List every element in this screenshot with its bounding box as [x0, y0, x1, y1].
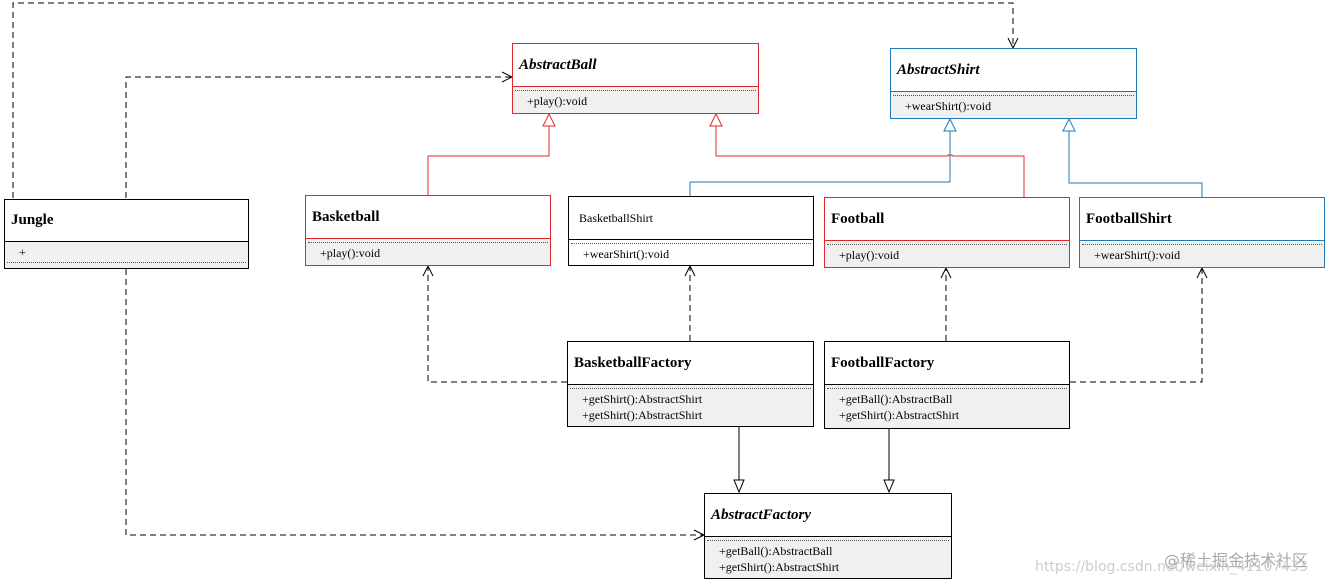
- class-abstract-factory[interactable]: AbstractFactory +getBall():AbstractBall …: [704, 493, 952, 579]
- operation: +getShirt():AbstractShirt: [839, 408, 960, 422]
- arrowhead-basketball: [422, 264, 434, 277]
- class-basketball-factory[interactable]: BasketballFactory +getShirt():AbstractSh…: [567, 341, 814, 427]
- class-football[interactable]: Football +play():void: [824, 197, 1070, 268]
- edge-jungle-to-abstractball: [125, 76, 512, 198]
- arrowhead-footballshirt: [1196, 266, 1208, 279]
- operation: +getShirt():AbstractShirt: [582, 408, 703, 422]
- edge-basketballshirt-to-abstractshirt: [689, 117, 957, 196]
- class-abstract-shirt-operations: +wearShirt():void: [891, 91, 1136, 118]
- arrowhead-basketballshirt: [684, 264, 696, 277]
- operation: +wearShirt():void: [1094, 248, 1181, 262]
- operation: +wearShirt():void: [583, 247, 670, 261]
- class-football-operations: +play():void: [825, 240, 1069, 267]
- operation: +getBall():AbstractBall: [719, 544, 833, 558]
- separator: [707, 540, 949, 541]
- class-basketball-shirt[interactable]: BasketballShirt +wearShirt():void: [568, 196, 814, 266]
- class-abstract-factory-operations: +getBall():AbstractBall +getShirt():Abst…: [705, 536, 951, 578]
- edge-footballfactory-to-footballshirt: [1070, 268, 1203, 383]
- operation: +: [19, 245, 26, 259]
- class-football-factory-operations: +getBall():AbstractBall +getShirt():Abst…: [825, 384, 1069, 428]
- operation: +play():void: [320, 246, 381, 260]
- class-football-shirt[interactable]: FootballShirt +wearShirt():void: [1079, 197, 1325, 268]
- separator: [827, 244, 1067, 245]
- class-jungle-operations: +: [5, 241, 248, 268]
- separator: [515, 90, 756, 91]
- class-jungle[interactable]: Jungle +: [4, 199, 249, 269]
- separator: [827, 388, 1067, 389]
- separator: [893, 95, 1134, 96]
- class-abstract-ball-operations: +play():void: [513, 86, 758, 113]
- class-basketball-operations: +play():void: [306, 238, 550, 265]
- class-abstract-ball[interactable]: AbstractBall +play():void: [512, 43, 759, 114]
- class-basketball-factory-operations: +getShirt():AbstractShirt +getShirt():Ab…: [568, 384, 813, 426]
- class-basketball-shirt-operations: +wearShirt():void: [569, 239, 813, 265]
- operation: +getShirt():AbstractShirt: [719, 560, 840, 574]
- edge-footballshirt-to-abstractshirt: [1062, 117, 1203, 197]
- class-abstract-ball-name: AbstractBall: [519, 56, 597, 73]
- operation: +getShirt():AbstractShirt: [582, 392, 703, 406]
- separator: [7, 262, 246, 263]
- edge-footballfactory-to-abstractfactory: [883, 429, 895, 494]
- class-abstract-shirt-name: AbstractShirt: [897, 61, 980, 78]
- watermark-url: https://blog.csdn.net/weixin_41107433: [1034, 559, 1308, 575]
- edge-jungle-to-abstractfactory: [125, 269, 704, 536]
- arrowhead-football: [940, 266, 952, 279]
- operation: +play():void: [839, 248, 900, 262]
- class-abstract-shirt[interactable]: AbstractShirt +wearShirt():void: [890, 48, 1137, 119]
- separator: [308, 242, 548, 243]
- watermark: @稀土掘金技术社区 https://blog.csdn.net/weixin_4…: [1035, 547, 1308, 575]
- operation: +play():void: [527, 94, 588, 108]
- class-basketball-name: Basketball: [312, 208, 380, 225]
- class-football-shirt-name: FootballShirt: [1086, 210, 1172, 227]
- class-football-factory-name: FootballFactory: [831, 354, 935, 371]
- separator: [571, 243, 811, 244]
- class-basketball-factory-name: BasketballFactory: [574, 354, 692, 371]
- class-basketball[interactable]: Basketball +play():void: [305, 195, 551, 266]
- edge-basketballfactory-to-abstractfactory: [733, 427, 745, 494]
- edge-football-to-abstractball: [709, 112, 1025, 197]
- watermark-brand: @稀土掘金技术社区: [1163, 551, 1308, 570]
- edge-basketballfactory-to-basketball: [427, 266, 567, 383]
- class-football-factory[interactable]: FootballFactory +getBall():AbstractBall …: [824, 341, 1070, 429]
- class-basketball-shirt-name: BasketballShirt: [579, 210, 653, 225]
- edge-basketball-to-abstractball: [427, 112, 556, 195]
- class-football-shirt-operations: +wearShirt():void: [1080, 240, 1324, 267]
- class-jungle-name: Jungle: [11, 212, 54, 228]
- operation: +getBall():AbstractBall: [839, 392, 953, 406]
- separator: [570, 388, 811, 389]
- class-abstract-factory-name: AbstractFactory: [711, 506, 811, 523]
- class-football-name: Football: [831, 210, 885, 227]
- operation: +wearShirt():void: [905, 99, 992, 113]
- edge-jungle-to-abstractshirt: [12, 2, 1014, 198]
- separator: [1082, 244, 1322, 245]
